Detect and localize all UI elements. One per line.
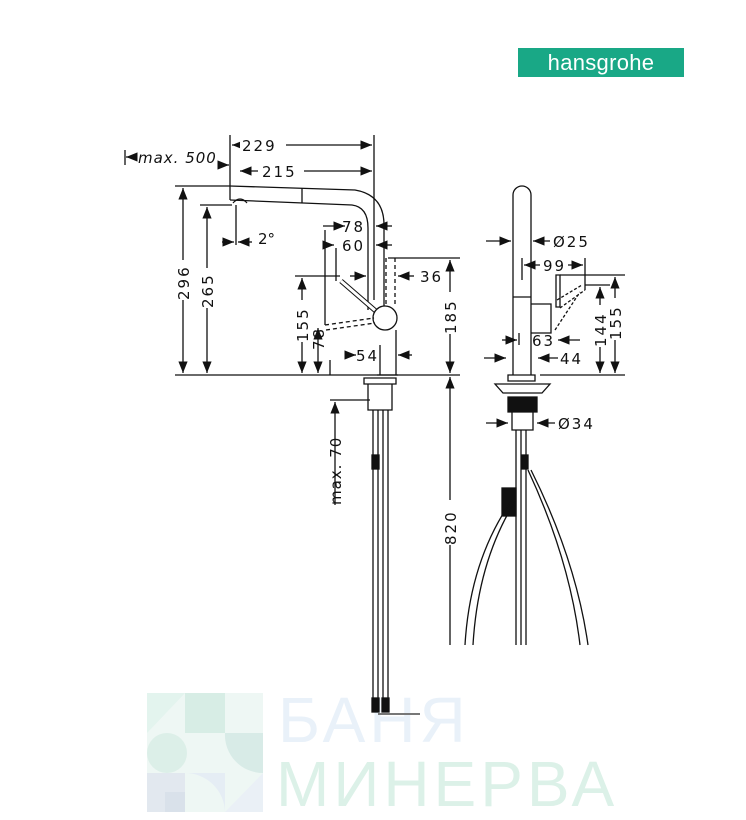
dim-44: 44 — [560, 350, 583, 368]
dim-99: 99 — [543, 257, 566, 275]
dim-54: 54 — [356, 347, 379, 365]
dim-78-handle: 78 — [310, 327, 328, 350]
dim-296: 296 — [175, 265, 193, 300]
dim-820: 820 — [442, 510, 460, 545]
dim-265: 265 — [199, 273, 217, 308]
dim-144: 144 — [592, 312, 610, 347]
hansgrohe-logo: hansgrohe — [518, 48, 684, 77]
watermark-line2: МИНЕРВА — [276, 748, 619, 820]
dim-2-degrees: 2° — [258, 230, 275, 248]
dim-max-500: max. 500 — [138, 149, 217, 167]
dimension-labels: 229 215 max. 500 2° 78 60 36 54 296 265 … — [138, 135, 625, 545]
dim-155-handle: 155 — [294, 307, 312, 342]
dim-63: 63 — [532, 332, 555, 350]
dim-78-top: 78 — [342, 218, 365, 236]
side-view-faucet — [229, 185, 420, 715]
dim-215: 215 — [262, 163, 297, 181]
watermark-logo-icon — [147, 693, 263, 812]
dim-185: 185 — [442, 299, 460, 334]
dim-36: 36 — [420, 268, 443, 286]
dim-155-front: 155 — [607, 305, 625, 340]
front-view-faucet — [464, 185, 589, 646]
dim-diameter-25: Ø25 — [553, 233, 590, 251]
dim-60: 60 — [342, 237, 365, 255]
dim-diameter-34: Ø34 — [558, 415, 595, 433]
dim-max-70: max. 70 — [327, 437, 345, 505]
dim-229: 229 — [242, 137, 277, 155]
